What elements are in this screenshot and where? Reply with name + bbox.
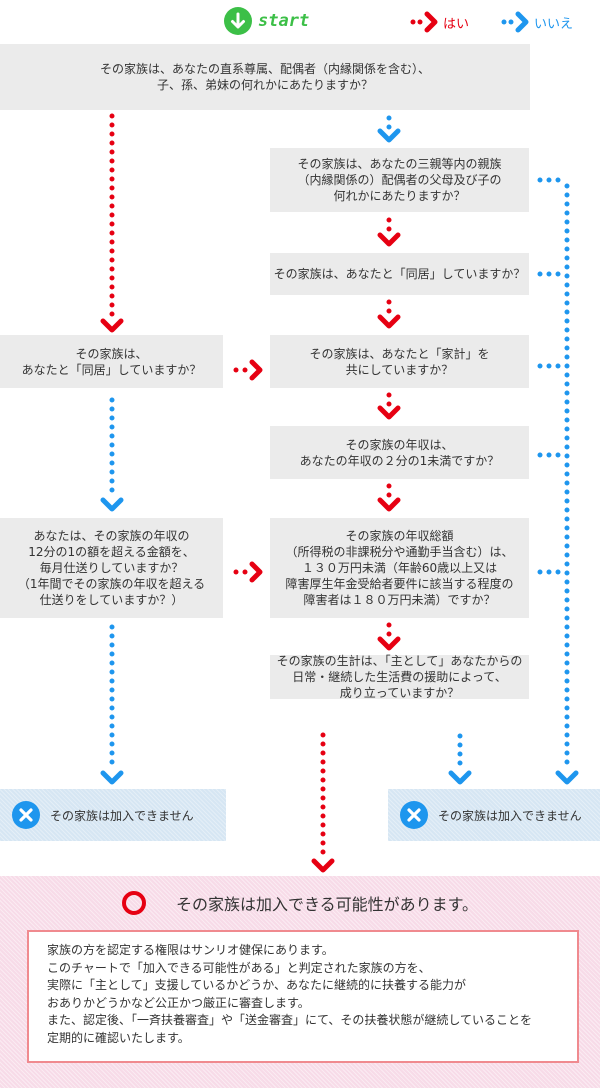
outcome-fail-left-label: その家族は加入できません xyxy=(50,808,194,823)
question-q6-right: その家族の年収総額 （所得税の非課税分や通勤手当含む）は、 １３０万円未満（年齢… xyxy=(270,518,529,618)
note-line: このチャートで「加入できる可能性がある」と判定された家族の方を、 xyxy=(47,960,431,975)
outcome-pass-title: その家族は加入できる可能性があります。 xyxy=(175,895,479,914)
x-icon xyxy=(400,801,428,829)
connector-q4-left-no xyxy=(103,397,121,509)
connector-q2-yes xyxy=(380,217,398,244)
question-q6-left: あなたは、その家族の年収の 12分の1の額を超える金額を、 毎月仕送りしています… xyxy=(0,518,223,618)
connector-q7-yes xyxy=(314,732,332,870)
outcome-pass: その家族は加入できる可能性があります。 家族の方を認定する権限はサンリオ健保にあ… xyxy=(0,876,600,1088)
outcome-pass-header: その家族は加入できる可能性があります。 xyxy=(0,876,600,930)
note-line: また、認定後、「一斉扶養審査」や「送金審査」にて、その扶養状態が継続していること… xyxy=(47,1013,533,1027)
yes-arrow-icon xyxy=(410,11,438,33)
connector-no-collector xyxy=(537,177,576,782)
x-icon xyxy=(12,801,40,829)
connector-q3-yes xyxy=(380,299,398,326)
connector-q6-yes xyxy=(380,622,398,648)
question-q7: その家族の生計は、「主として」あなたからの 日常・継続した生活費の援助によって、… xyxy=(270,654,529,700)
connector-q1-yes xyxy=(103,113,121,330)
legend-yes-label: はい xyxy=(443,16,470,32)
note-line: 定期的に確認いたします。 xyxy=(47,1030,190,1045)
outcome-fail-right: その家族は加入できません xyxy=(388,789,600,841)
question-q2: その家族は、あなたの三親等内の親族 （内縁関係の）配偶者の父母及び子の 何れかに… xyxy=(270,148,529,212)
connector-q6-left-yes xyxy=(233,561,263,583)
start-indicator: start xyxy=(224,7,309,35)
connector-q7-no xyxy=(451,733,469,782)
question-q3: その家族は、あなたと「同居」していますか？ xyxy=(270,253,529,295)
start-label: start xyxy=(258,11,310,31)
note-line: 実際に「主として」支援しているかどうか、あなたに継続的に扶養する能力が xyxy=(47,978,467,992)
connector-q1-no xyxy=(380,115,398,140)
outcome-fail-right-label: その家族は加入できません xyxy=(438,808,582,823)
question-q5: その家族の年収は、 あなたの年収の２分の1未満ですか？ xyxy=(270,426,529,479)
question-q1: その家族は、あなたの直系尊属、配偶者（内縁関係を含む）、 子、孫、弟妹の何れかに… xyxy=(0,44,530,110)
connector-q4-left-yes xyxy=(233,359,263,381)
question-q4-right: その家族は、あなたと「家計」を 共にしていますか？ xyxy=(270,335,529,388)
connector-q4-yes xyxy=(380,392,398,417)
legend-no-label: いいえ xyxy=(534,16,574,32)
note-line: 家族の方を認定する権限はサンリオ健保にあります。 xyxy=(47,943,334,957)
circle-ok-icon xyxy=(121,891,146,915)
connector-q5-yes xyxy=(380,483,398,509)
no-arrow-icon xyxy=(501,11,529,33)
outcome-pass-note: 家族の方を認定する権限はサンリオ健保にあります。 このチャートで「加入できる可能… xyxy=(27,930,579,1063)
legend-no: いいえ xyxy=(501,11,573,33)
start-arrow-icon xyxy=(224,7,252,35)
connector-q6-left-no xyxy=(103,624,121,782)
outcome-fail-left: その家族は加入できません xyxy=(0,789,226,841)
flow-connectors xyxy=(0,113,600,880)
question-q4-left: その家族は、 あなたと「同居」していますか？ xyxy=(0,335,223,388)
legend-yes: はい xyxy=(410,11,469,33)
note-line: おありかどうかなど公正かつ厳正に審査します。 xyxy=(47,995,310,1010)
